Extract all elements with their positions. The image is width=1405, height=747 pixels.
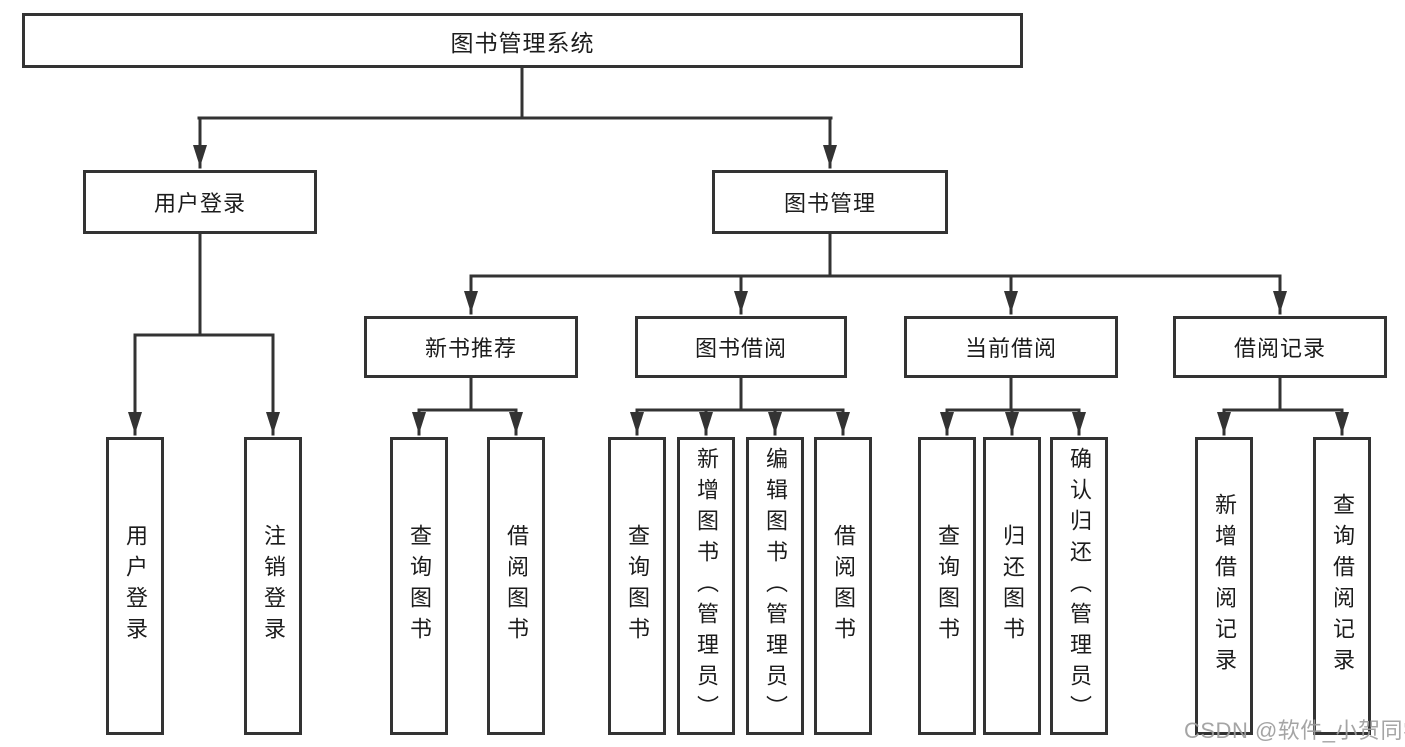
leaf-recommend-query-books: 查询图书 xyxy=(390,437,448,735)
node-book-management: 图书管理 xyxy=(712,170,948,234)
node-borrow-records: 借阅记录 xyxy=(1173,316,1387,378)
leaf-confirm-return-admin: 确认归还（管理员） xyxy=(1050,437,1108,735)
leaf-current-query-books: 查询图书 xyxy=(918,437,976,735)
leaf-edit-books-admin: 编辑图书（管理员） xyxy=(746,437,804,735)
node-new-book-recommend: 新书推荐 xyxy=(364,316,578,378)
leaf-borrow-books: 借阅图书 xyxy=(814,437,872,735)
leaf-recommend-borrow-books: 借阅图书 xyxy=(487,437,545,735)
leaf-user-login: 用户登录 xyxy=(106,437,164,735)
node-root-system: 图书管理系统 xyxy=(22,13,1023,68)
leaf-logout: 注销登录 xyxy=(244,437,302,735)
connector-user-login-to-leaves xyxy=(128,232,280,436)
csdn-watermark: CSDN @软件_小贺同学 xyxy=(1184,718,1405,743)
node-current-borrow: 当前借阅 xyxy=(904,316,1118,378)
connector-book-mgmt-to-level3 xyxy=(464,232,1287,315)
leaf-return-books: 归还图书 xyxy=(983,437,1041,735)
connector-borrow-records-to-leaves xyxy=(1217,376,1349,436)
leaf-add-books-admin: 新增图书（管理员） xyxy=(677,437,735,735)
leaf-add-borrow-record: 新增借阅记录 xyxy=(1195,437,1253,735)
connector-current-borrow-to-leaves xyxy=(940,376,1086,436)
connector-new-book-to-leaves xyxy=(412,376,523,436)
connector-root-to-level2 xyxy=(193,64,837,169)
node-user-login: 用户登录 xyxy=(83,170,317,234)
leaf-borrow-query-books: 查询图书 xyxy=(608,437,666,735)
node-book-borrow: 图书借阅 xyxy=(635,316,847,378)
connector-book-borrow-to-leaves xyxy=(630,376,850,436)
leaf-query-borrow-record: 查询借阅记录 xyxy=(1313,437,1371,735)
